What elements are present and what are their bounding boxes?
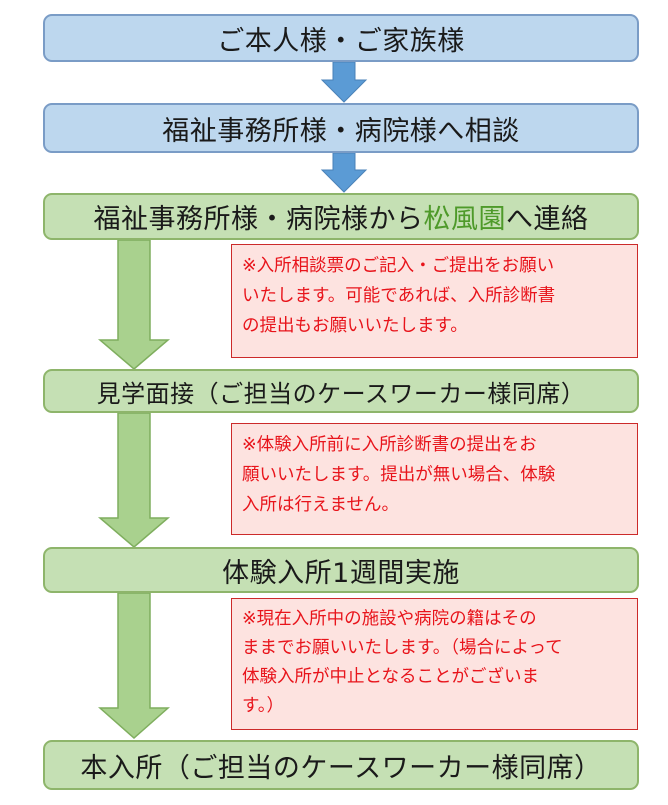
note-diagnosis: ※体験入所前に入所診断書の提出をお 願いいたします。提出が無い場合、体験 入所は… [231, 423, 638, 535]
step-trial-label: 体験入所1週間実施 [222, 557, 460, 589]
step-contact-prefix: 福祉事務所様・病院様から [93, 204, 424, 235]
note-line: ※入所相談票のご記入・ご提出をお願い [242, 256, 555, 276]
step-admission: 本入所（ご担当のケースワーカー様同席） [43, 740, 639, 790]
note-current-registration: ※現在入所中の施設や病院の籍はその ままでお願いいたします。（場合によって 体験… [231, 598, 638, 730]
note-line: ※体験入所前に入所診断書の提出をお [242, 435, 537, 455]
note-line: の提出もお願いいたします。 [242, 316, 468, 336]
note-line: 願いいたします。提出が無い場合、体験 [242, 465, 556, 485]
note-consultation-form: ※入所相談票のご記入・ご提出をお願い いたします。可能であれば、入所診断書 の提… [231, 244, 638, 358]
blue-arrow-1 [320, 61, 368, 103]
note-line: いたします。可能であれば、入所診断書 [242, 286, 556, 306]
facility-name: 松風園 [423, 204, 506, 235]
step-trial: 体験入所1週間実施 [43, 547, 639, 593]
blue-arrow-2 [320, 152, 368, 193]
note-line: 体験入所が中止となることがございま [242, 667, 539, 687]
note-line: ままでお願いいたします。（場合によって [242, 638, 563, 658]
note-line: ※現在入所中の施設や病院の籍はその [242, 609, 537, 629]
note-line: す。） [242, 696, 284, 716]
step-visit: 見学面接（ご担当のケースワーカー様同席） [43, 369, 639, 413]
green-arrow-1 [97, 239, 171, 370]
step-consult: 福祉事務所様・病院様へ相談 [43, 103, 639, 153]
step-contact: 福祉事務所様・病院様から松風園へ連絡 [43, 193, 639, 240]
green-arrow-3 [98, 592, 170, 740]
step-family: ご本人様・ご家族様 [43, 14, 639, 62]
step-consult-label: 福祉事務所様・病院様へ相談 [162, 115, 520, 147]
step-family-label: ご本人様・ご家族様 [217, 25, 465, 57]
note-line: 入所は行えません。 [242, 495, 399, 515]
green-arrow-2 [97, 412, 171, 548]
step-contact-suffix: へ連絡 [506, 204, 589, 235]
step-visit-label: 見学面接（ご担当のケースワーカー様同席） [96, 379, 586, 408]
step-contact-label: 福祉事務所様・病院様から松風園へ連絡 [94, 197, 589, 236]
step-admission-label: 本入所（ご担当のケースワーカー様同席） [80, 752, 602, 784]
